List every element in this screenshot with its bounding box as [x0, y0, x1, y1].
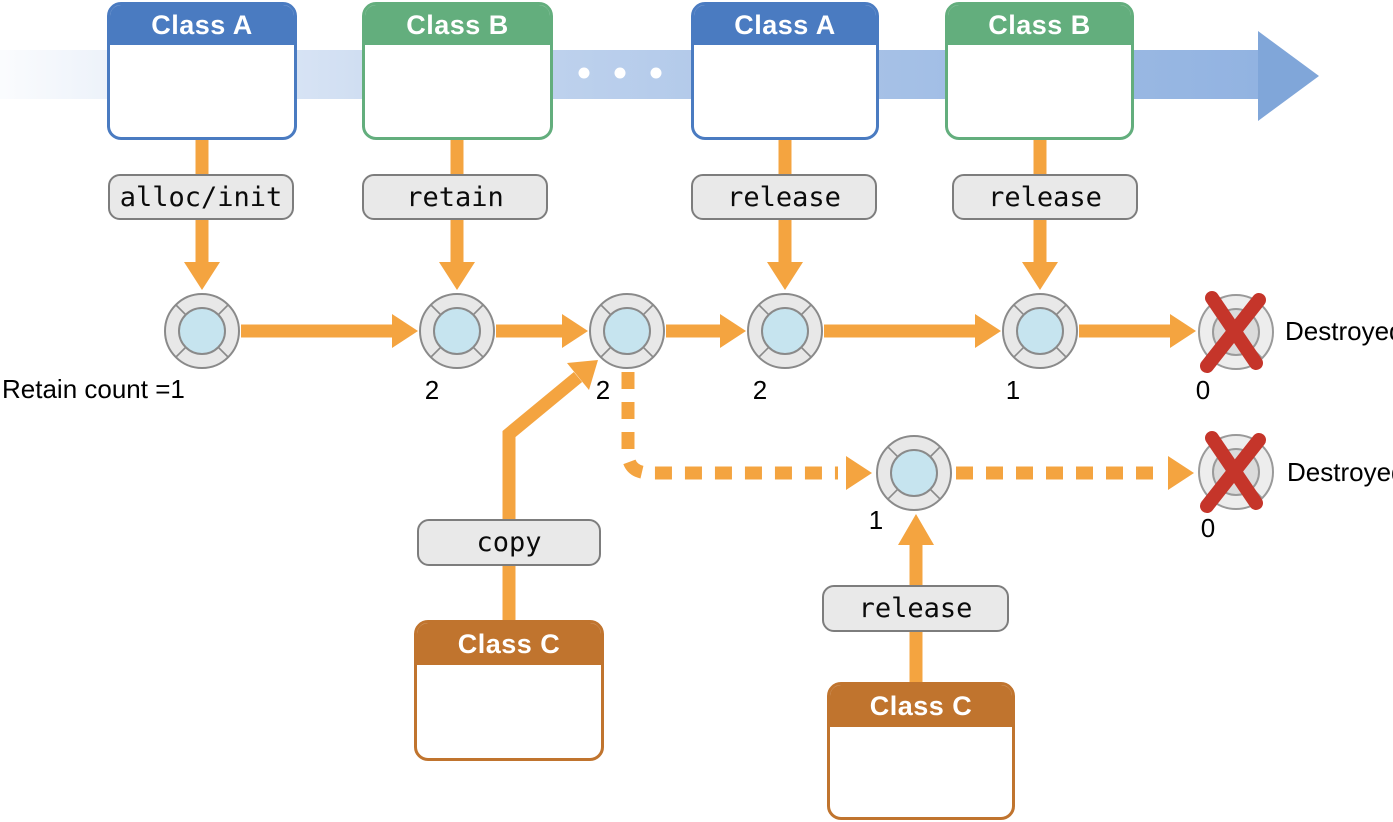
- retain-count-label: 0: [1195, 375, 1211, 405]
- class-box-title: Class C: [830, 685, 1012, 727]
- copy-arrow-shaft: [502, 371, 583, 624]
- retain-label: retain: [362, 174, 548, 220]
- retain-count-label: 2: [752, 375, 768, 405]
- destroyed-label-1: Destroyed: [1285, 316, 1393, 346]
- ellipsis-dot: [650, 67, 662, 79]
- destroyed-label-2: Destroyed: [1287, 457, 1393, 487]
- copy-lifeline-dashed: [621, 372, 1194, 490]
- red-x-icon: [1200, 431, 1266, 513]
- flow-arrowhead: [720, 314, 746, 348]
- release-c-arrowhead: [898, 514, 934, 545]
- action-arrowheads: [184, 262, 1058, 290]
- release-b-arrowhead: [1022, 262, 1058, 290]
- action-arrows: [195, 140, 1047, 263]
- flow-arrowhead: [392, 314, 418, 348]
- alloc-init-label: alloc/init: [108, 174, 294, 220]
- class-box-title: Class B: [365, 5, 550, 45]
- class-box-a1: Class A: [107, 2, 297, 140]
- object-icon-2: [419, 293, 495, 369]
- dashed-path-1: [621, 372, 838, 480]
- flow-arrowhead: [975, 314, 1001, 348]
- ellipsis-dot: [614, 67, 626, 79]
- class-box-a2: Class A: [691, 2, 879, 140]
- retain-arrowhead: [439, 262, 475, 290]
- class-box-b2: Class B: [945, 2, 1134, 140]
- red-x-icon: [1200, 291, 1266, 373]
- flow-arrows-row1: [241, 314, 1196, 348]
- release-a-arrowhead: [767, 262, 803, 290]
- class-box-title: Class A: [694, 5, 876, 45]
- class-box-c1: Class C: [414, 620, 604, 761]
- ellipsis-dot: [578, 67, 590, 79]
- alloc-arrowhead: [184, 262, 220, 290]
- ellipsis-dots-icon: [578, 67, 662, 79]
- destroyed-object-icon-2: [1198, 431, 1274, 513]
- flow-arrowhead: [1170, 314, 1196, 348]
- class-box-c2: Class C: [827, 682, 1015, 820]
- destroyed-object-icon-1: [1198, 291, 1274, 373]
- release-label-1: release: [691, 174, 877, 220]
- retain-count-label: 2: [595, 375, 611, 405]
- class-box-title: Class B: [948, 5, 1131, 45]
- retain-count-label: 1: [1005, 375, 1021, 405]
- object-icon-5: [1002, 293, 1078, 369]
- release-label-3: release: [822, 585, 1009, 632]
- class-box-title: Class A: [110, 5, 294, 45]
- copy-arrowhead: [567, 360, 598, 390]
- retain-count-label: 1: [868, 505, 884, 535]
- dashed-arrowhead-2: [1168, 456, 1194, 490]
- copy-label: copy: [417, 519, 601, 566]
- object-tokens: [164, 291, 1274, 513]
- retain-count-start-label: Retain count =1: [2, 374, 185, 404]
- object-icon-3: [589, 293, 665, 369]
- release-label-2: release: [952, 174, 1138, 220]
- retain-count-label: 2: [424, 375, 440, 405]
- flow-arrowhead: [562, 314, 588, 348]
- class-box-b1: Class B: [362, 2, 553, 140]
- object-icon-copy: [876, 435, 952, 511]
- dashed-arrowhead-1: [846, 456, 872, 490]
- copy-arrow: [502, 360, 598, 624]
- timeline-arrowhead: [1258, 31, 1319, 121]
- object-icon-4: [747, 293, 823, 369]
- object-icon-1: [164, 293, 240, 369]
- class-box-title: Class C: [417, 623, 601, 665]
- retain-count-label: 0: [1200, 513, 1216, 543]
